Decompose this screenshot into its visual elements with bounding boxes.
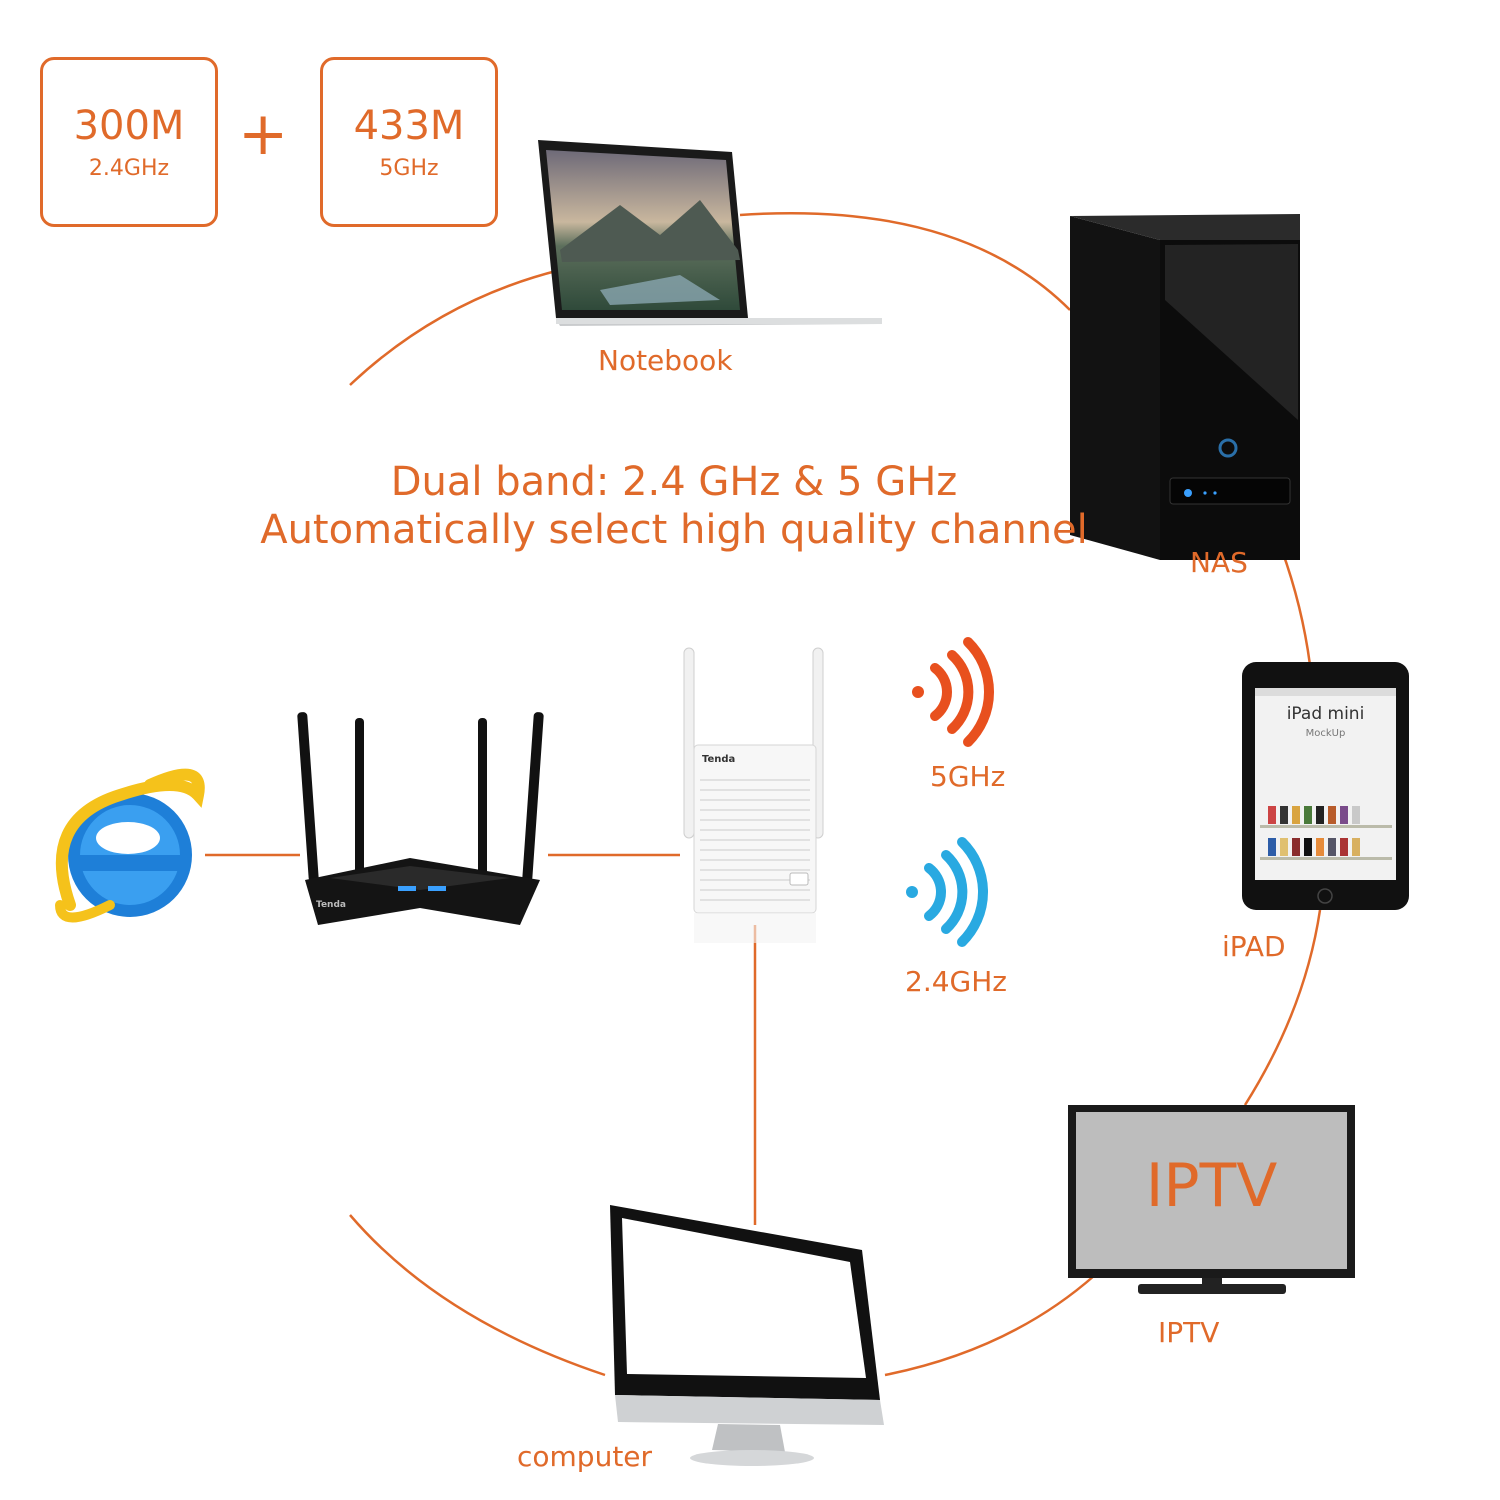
- headline-line2: Automatically select high quality channe…: [260, 507, 1088, 553]
- ipad-screen-subtitle: MockUp: [1305, 728, 1346, 739]
- speed-box-5g: 433M 5GHz: [320, 57, 498, 227]
- iptv-illustration: [1068, 1105, 1355, 1294]
- speed-band: 2.4GHz: [88, 156, 170, 181]
- notebook-illustration: [538, 140, 882, 326]
- nas-illustration: [1070, 214, 1300, 560]
- ipad-illustration: [1242, 662, 1409, 910]
- arc-iptv-to-computer: [884, 1274, 1096, 1377]
- speed-rate: 433M: [353, 103, 465, 149]
- arc-left-to-computer: [349, 1214, 606, 1377]
- extender-illustration: [683, 647, 824, 943]
- wifi-signal-icon: [906, 837, 989, 947]
- speed-rate: 300M: [73, 103, 185, 149]
- speed-box-2g: 300M 2.4GHz: [40, 57, 218, 227]
- nas-label: NAS: [1190, 546, 1248, 579]
- extender-brand: Tenda: [702, 754, 736, 765]
- iptv-screen-text: IPTV: [1145, 1151, 1278, 1221]
- ipad-label: iPAD: [1222, 930, 1286, 963]
- speed-band: 5GHz: [379, 156, 439, 181]
- wifi-signal-icon: [912, 637, 995, 747]
- router-brand: Tenda: [316, 900, 346, 910]
- arc-left-to-notebook: [349, 268, 561, 386]
- arc-ipad-to-iptv: [1243, 909, 1322, 1106]
- ipad-screen-title: iPad mini: [1286, 704, 1365, 724]
- computer-label: computer: [517, 1440, 653, 1473]
- internet-explorer-icon: [55, 768, 205, 923]
- notebook-label: Notebook: [598, 344, 733, 377]
- headline-line1: Dual band: 2.4 GHz & 5 GHz: [390, 459, 958, 505]
- iptv-label: IPTV: [1158, 1316, 1220, 1349]
- computer-illustration: [610, 1205, 884, 1466]
- arc-notebook-to-nas: [739, 212, 1071, 311]
- router-illustration: [297, 712, 544, 925]
- plus-sign: +: [238, 99, 289, 169]
- signal-24g-label: 2.4GHz: [905, 965, 1007, 998]
- signal-5g-label: 5GHz: [930, 760, 1006, 793]
